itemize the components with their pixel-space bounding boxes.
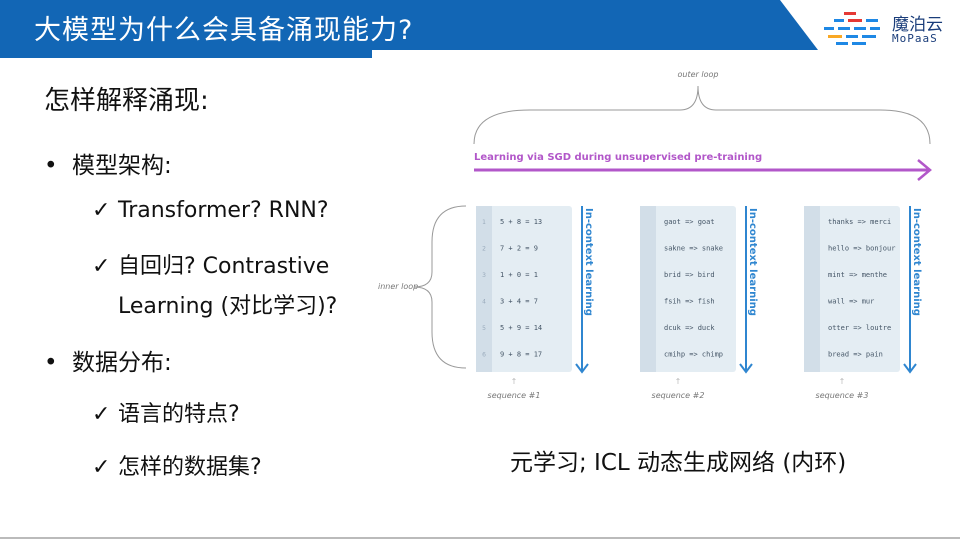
- up-arrow-icon: ↑: [511, 377, 518, 386]
- in-context-label: In-context learning: [747, 208, 758, 316]
- sequence-item: mint => menthe: [828, 271, 887, 279]
- checkmark-icon: ✓: [92, 455, 111, 480]
- bullet-dot-icon: •: [44, 153, 58, 179]
- in-context-arrow-head-icon: [739, 363, 753, 374]
- bottom-divider: [0, 537, 960, 539]
- row-number: 3: [482, 272, 486, 279]
- bullet-model-architecture: • 模型架构:: [44, 146, 172, 180]
- sequence-label: sequence #1: [488, 391, 541, 400]
- in-context-arrow-head-icon: [903, 363, 917, 374]
- inner-loop-label: inner loop: [378, 282, 418, 291]
- bullet-label: 数据分布:: [72, 350, 172, 376]
- sequence-item: sakne => snake: [664, 245, 723, 253]
- row-number: 4: [482, 299, 486, 306]
- sequence-item: dcuk => duck: [664, 324, 715, 332]
- in-context-arrow-head-icon: [575, 363, 589, 374]
- sequence-item: thanks => merci: [828, 218, 891, 226]
- in-context-label: In-context learning: [911, 208, 922, 316]
- row-number-gutter: [476, 206, 492, 372]
- in-context-label: In-context learning: [583, 208, 594, 316]
- in-context-learning-diagram: outer loop Learning via SGD during unsup…: [378, 70, 932, 400]
- sequence-label: sequence #3: [816, 391, 869, 400]
- checkmark-icon: ✓: [92, 402, 111, 427]
- sequence-item: cmihp => chimp: [664, 351, 723, 359]
- sequence-item: 3 + 4 = 7: [500, 298, 538, 306]
- sequence-item: otter => loutre: [828, 324, 891, 332]
- up-arrow-icon: ↑: [839, 377, 846, 386]
- row-number: 5: [482, 325, 486, 332]
- sequence-item: hello => bonjour: [828, 245, 895, 253]
- check-item-continuation: Learning (对比学习)?: [118, 294, 338, 319]
- up-arrow-icon: ↑: [675, 377, 682, 386]
- sequence-item: 7 + 2 = 9: [500, 245, 538, 253]
- check-item: ✓ 怎样的数据集?: [92, 449, 262, 481]
- check-label: 自回归? Contrastive: [118, 254, 330, 279]
- row-number: 1: [482, 219, 486, 226]
- sequence-item: 1 + 0 = 1: [500, 271, 538, 279]
- title-bar: 大模型为什么会具备涌现能力? 魔泊云 MoPaaS: [0, 0, 960, 58]
- sgd-label: Learning via SGD during unsupervised pre…: [474, 152, 762, 163]
- row-number-gutter: [640, 206, 656, 372]
- caption: 元学习; ICL 动态生成网络 (内环): [510, 450, 847, 476]
- bullet-label: 模型架构:: [72, 153, 172, 179]
- sequence-item: wall => mur: [828, 298, 874, 306]
- checkmark-icon: ✓: [92, 254, 111, 279]
- row-number-gutter: [804, 206, 820, 372]
- title-bar-background: [0, 0, 818, 58]
- mopaas-logo: 魔泊云 MoPaaS: [822, 10, 952, 50]
- logo-text-en: MoPaaS: [892, 32, 938, 45]
- sequence-item: 5 + 8 = 13: [500, 218, 542, 226]
- sequence-item: brid => bird: [664, 271, 715, 279]
- sequence-item: 5 + 9 = 14: [500, 324, 542, 332]
- logo-text-cn: 魔泊云: [892, 15, 943, 35]
- row-number: 6: [482, 352, 486, 359]
- outer-loop-brace: [473, 85, 931, 145]
- checkmark-icon: ✓: [92, 198, 111, 223]
- sequence-item: gaot => goat: [664, 218, 715, 226]
- outer-loop-label: outer loop: [678, 70, 719, 79]
- check-label: 怎样的数据集?: [118, 455, 262, 480]
- slide-title: 大模型为什么会具备涌现能力?: [34, 15, 414, 46]
- sequence-item: bread => pain: [828, 351, 883, 359]
- row-number: 2: [482, 246, 486, 253]
- sequence-item: 9 + 8 = 17: [500, 351, 542, 359]
- sequence-label: sequence #2: [652, 391, 705, 400]
- logo-mark-icon: [824, 12, 880, 45]
- inner-loop-brace: [413, 205, 467, 369]
- check-item: ✓ 自回归? Contrastive: [92, 248, 329, 280]
- sequence-panel: [804, 206, 900, 372]
- sequence-panel: [476, 206, 572, 372]
- sequence-panel: [640, 206, 736, 372]
- bullet-dot-icon: •: [44, 350, 58, 376]
- check-label: 语言的特点?: [118, 402, 240, 427]
- check-label: Transformer? RNN?: [118, 198, 329, 223]
- sgd-arrow-head-icon: [917, 159, 932, 181]
- check-item: ✓ 语言的特点?: [92, 396, 240, 428]
- bullet-data-distribution: • 数据分布:: [44, 343, 172, 377]
- section-heading: 怎样解释涌现:: [44, 86, 209, 116]
- sequence-item: fsih => fish: [664, 298, 715, 306]
- check-item: ✓ Transformer? RNN?: [92, 198, 329, 223]
